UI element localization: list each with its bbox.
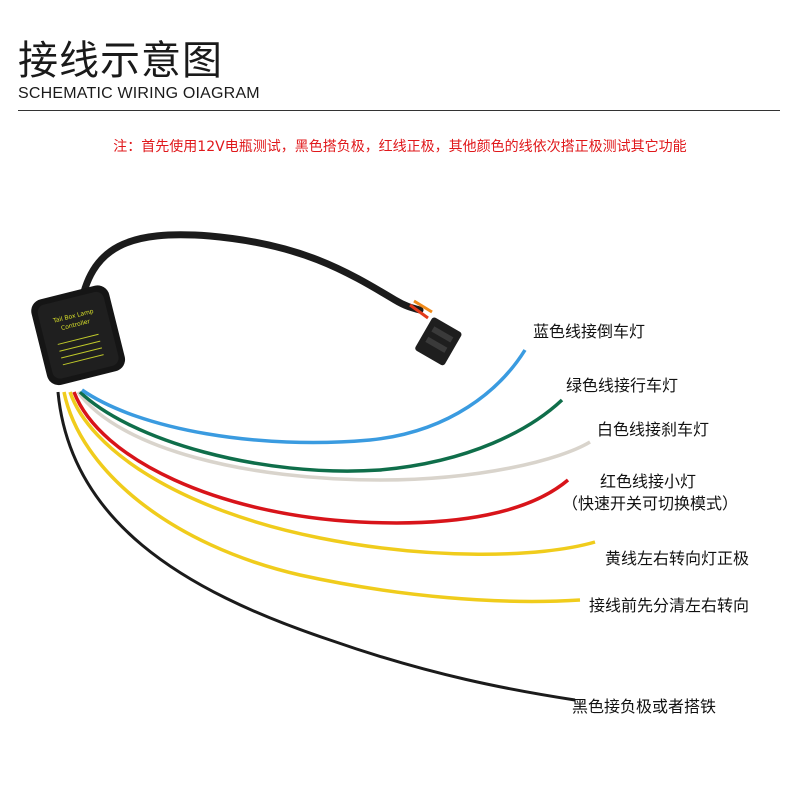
controller-module: Tail Box Lamp Controller bbox=[31, 285, 126, 386]
header-divider bbox=[18, 110, 780, 111]
yellow-wire-2 bbox=[62, 391, 581, 604]
label-red-wire-mode: （快速开关可切换模式） bbox=[562, 494, 739, 513]
power-cable bbox=[76, 231, 424, 314]
label-black-wire: 黑色接负极或者搭铁 bbox=[572, 697, 717, 716]
label-yellow-wire: 黄线左右转向灯正极 bbox=[605, 549, 750, 568]
label-white-wire: 白色线接刹车灯 bbox=[597, 420, 710, 439]
page-title: 接线示意图 bbox=[18, 38, 223, 84]
label-yellow-wire-note: 接线前先分清左右转向 bbox=[589, 596, 750, 615]
white-wire bbox=[76, 390, 591, 482]
label-green-wire: 绿色线接行车灯 bbox=[566, 376, 679, 395]
yellow-wire-1 bbox=[68, 391, 596, 556]
black-wire bbox=[56, 391, 576, 702]
label-red-wire: 红色线接小灯 bbox=[600, 472, 697, 491]
instruction-note: 注：首先使用12V电瓶测试，黑色搭负极，红线正极，其他颜色的线依次搭正极测试其它… bbox=[113, 139, 687, 155]
plug-connector bbox=[415, 317, 462, 366]
blue-wire bbox=[81, 349, 527, 445]
connector-red-wire bbox=[409, 303, 429, 320]
label-blue-wire: 蓝色线接倒车灯 bbox=[533, 322, 646, 341]
connector-orange-wire bbox=[413, 299, 433, 314]
green-wire bbox=[78, 390, 564, 473]
page-subtitle: SCHEMATIC WIRING OIAGRAM bbox=[18, 85, 260, 102]
red-wire bbox=[72, 391, 570, 525]
